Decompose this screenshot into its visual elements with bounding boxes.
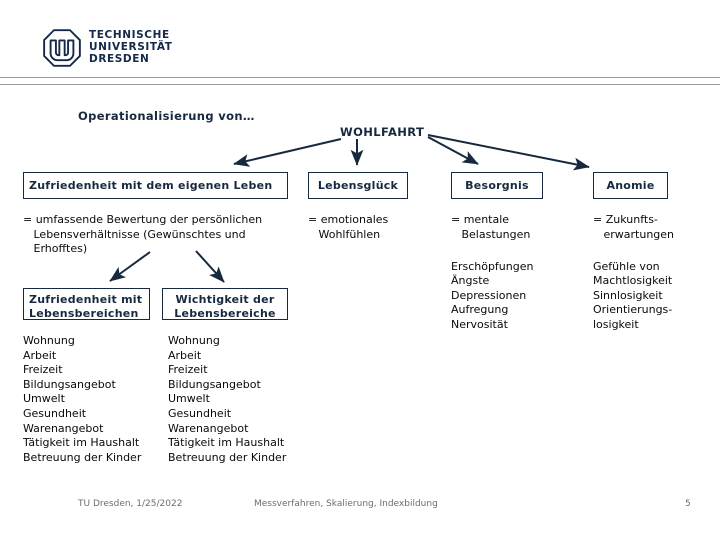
concept-box-lebensglueck[interactable]: Lebensglück [308,172,408,199]
logo-line-3: DRESDEN [89,53,150,66]
footer-page-number: 5 [685,499,691,509]
root-concept-label: WOHLFAHRT [340,125,425,139]
concept-box-label: Lebensglück [317,179,399,192]
logo-wordmark: TECHNISCHE UNIVERSITÄT DRESDEN [89,29,173,66]
concept-box-label-line1: Zufriedenheit mit [29,293,143,306]
arrow-root-to-zufriedenheit-leben [233,138,342,167]
logo-line-1: TECHNISCHE [89,29,170,41]
concept-box-label: Zufriedenheit mit dem eigenen Leben [29,179,273,192]
concept-box-label: Besorgnis [465,179,529,192]
page-title: Operationalisierung von… [78,109,255,123]
concept-box-anomie[interactable]: Anomie [593,172,668,199]
tu-dresden-logo: TECHNISCHE UNIVERSITÄT DRESDEN [43,27,183,69]
definition-besorgnis: = mentale Belastungen [451,213,531,241]
footer-source: TU Dresden, 1/25/2022 [78,499,183,509]
definition-lebensglueck: = emotionales Wohlfühlen [308,213,389,241]
indicator-list-besorgnis: Erschöpfungen Ängste Depressionen Aufreg… [451,260,534,331]
concept-box-label-line1: Wichtigkeit der [175,293,275,306]
logo-line-2: UNIVERSITÄT [89,41,173,54]
concept-box-wichtigkeit-bereiche[interactable]: Wichtigkeit der Lebensbereiche [162,288,288,320]
arrow-root-to-besorgnis [427,136,479,165]
domain-list-zufriedenheit: Wohnung Arbeit Freizeit Bildungsangebot … [23,334,142,464]
definition-zufriedenheit-leben: = umfassende Bewertung der persönlichen … [23,213,263,256]
header-divider-top [0,77,720,78]
definition-anomie: = Zukunfts- erwartungen [593,213,675,241]
concept-box-zufriedenheit-bereiche[interactable]: Zufriedenheit mit Lebensbereichen [23,288,150,320]
concept-box-label-line2: Lebensbereichen [29,306,139,320]
header-divider-bottom [0,84,720,85]
concept-box-label: Anomie [606,179,655,192]
footer-topic: Messverfahren, Skalierung, Indexbildung [254,499,438,509]
indicator-list-anomie: Gefühle von Machtlosigkeit Sinnlosigkeit… [593,260,673,331]
concept-box-zufriedenheit-leben[interactable]: Zufriedenheit mit dem eigenen Leben [23,172,288,199]
tu-dresden-octagon-icon [43,29,81,67]
concept-box-besorgnis[interactable]: Besorgnis [451,172,543,199]
arrow-root-to-anomie [427,134,590,171]
domain-list-wichtigkeit: Wohnung Arbeit Freizeit Bildungsangebot … [168,334,287,464]
concept-box-label-line2: Lebensbereiche [174,306,276,320]
